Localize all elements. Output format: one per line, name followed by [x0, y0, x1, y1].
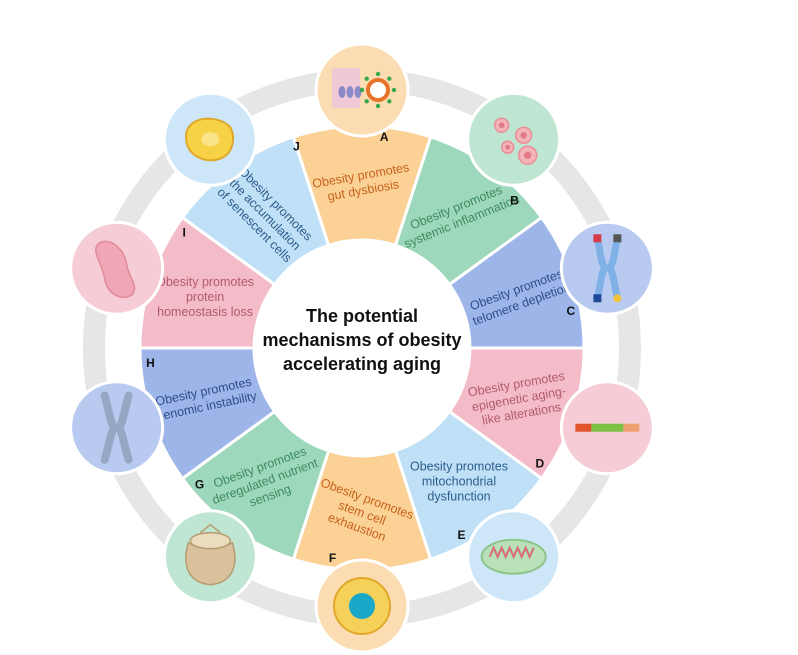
segment-label-line: Obesity promotes [410, 459, 508, 473]
center-title-line-1: The potential [306, 306, 418, 326]
segment-letter-f: F [329, 551, 336, 565]
chromosome-telomere-icon [559, 220, 655, 316]
segment-letter-g: G [195, 477, 204, 491]
segment-letter-i: I [183, 226, 186, 240]
segment-label-line: Obesity promotes [156, 275, 254, 289]
center-title-line-3: accelerating aging [283, 354, 441, 374]
stem-cell-icon [314, 558, 410, 654]
inflammation-cells-icon [466, 91, 562, 187]
protein-blob-icon [69, 220, 165, 316]
segment-letter-j: J [293, 139, 300, 153]
segment-letter-b: B [510, 194, 519, 208]
center-disc [254, 240, 470, 456]
mitochondrion-icon [466, 509, 562, 605]
chromosome-icon [69, 380, 165, 476]
gut-microbe-icon [314, 42, 410, 138]
segment-label-line: homeostasis loss [157, 305, 253, 319]
senescent-cell-icon [162, 91, 258, 187]
segment-letter-c: C [566, 304, 575, 318]
segment-label-line: dysfunction [427, 489, 490, 503]
segment-label-line: mitochondrial [422, 474, 496, 488]
dna-strip-icon [559, 380, 655, 476]
segment-letter-e: E [458, 528, 466, 542]
nutrient-sack-icon [162, 509, 258, 605]
segment-letter-a: A [380, 130, 389, 144]
segment-letter-d: D [535, 456, 544, 470]
center-title-line-2: mechanisms of obesity [262, 330, 461, 350]
segment-letter-h: H [146, 356, 155, 370]
segment-label-line: protein [186, 290, 224, 304]
